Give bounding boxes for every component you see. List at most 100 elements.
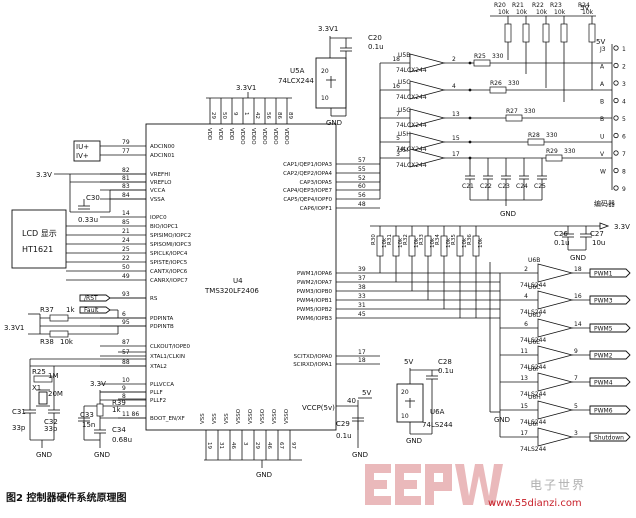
u4-pwm-pin-name: PWM5/IOPB2 [297, 307, 332, 313]
u6-buf-name: U6B [528, 257, 540, 264]
iv-label: IV+ [76, 152, 89, 160]
u4-pwm-pin-num: 39 [358, 266, 366, 273]
pwm-net-label: PWM3 [594, 298, 613, 305]
connector-pin [613, 185, 619, 191]
u4-pin-num: 95 [122, 319, 130, 326]
series-val: 330 [508, 80, 520, 87]
c28-val: 0.1u [438, 367, 454, 375]
c31-ref: C31 [12, 408, 26, 416]
eepw-logo-graphic [365, 464, 503, 505]
pullup-val: 10k [516, 9, 528, 16]
u6-buf-part: 74LS244 [520, 282, 546, 289]
u4-cap-pin-num: 48 [358, 201, 366, 208]
pullup-resistor [588, 23, 596, 43]
c33-val: 15n [82, 421, 95, 429]
x1-ref: X1 [32, 384, 41, 392]
connector-pin-num: 1 [622, 46, 626, 53]
c29-gnd-label: GND [352, 451, 368, 459]
c33-ref: C33 [80, 411, 94, 419]
u6-buf-part: 74LS244 [520, 446, 546, 453]
u4-vss-pin-name: VSSO [236, 408, 242, 424]
u4-pwm-pin-num: 38 [358, 284, 366, 291]
figure-caption: 图2 控制器硬件系统原理图 [6, 493, 127, 504]
u4-vss-pin-name: VSSO [272, 408, 278, 424]
connector-pin-num: 7 [622, 151, 626, 158]
junction-dot [468, 61, 472, 65]
pwm-pullup-val: 10k [430, 237, 436, 248]
u4-vdd-pin-num: 42 [254, 112, 260, 119]
pullup-resistor [542, 23, 550, 43]
u4-cap-pin-name: CAP2/QEP2/IOPA4 [283, 171, 332, 177]
u4-pin-num: 87 [122, 339, 130, 346]
u4-pin-num: 9 [122, 385, 126, 392]
u4-vss-pin-name: VSSO [248, 408, 254, 424]
c20-ref: C20 [368, 34, 382, 42]
u6-buffer [537, 263, 574, 283]
u4-vdd-pin-name: VDD [217, 128, 223, 140]
r37-val: 1k [66, 306, 75, 314]
filter-cap-ref: C21 [462, 183, 474, 190]
u6-buffer [537, 427, 574, 447]
u4-pin-name: PLLF2 [150, 398, 166, 404]
u6-buf-out-pin: 5 [574, 403, 578, 410]
fault-net-flag [79, 306, 111, 314]
u5-buf-out-pin: 18 [392, 56, 400, 63]
filter-cap-ref: C23 [498, 183, 510, 190]
u5a-gnd-label: GND [326, 119, 342, 127]
u4-pwm-pin-num: 31 [358, 302, 366, 309]
vref-3v3-label: 3.3V [36, 171, 52, 179]
connector-pin-name: B [600, 99, 604, 106]
u4-pin-name: PDPINTA [150, 316, 174, 322]
u6-buf-name: U6C [528, 284, 540, 291]
pwm-net-label: Shutdown [594, 435, 624, 442]
u4-pwm-pin-num: 33 [358, 293, 366, 300]
u6-buf-in-pin: 17 [520, 430, 528, 437]
u5-buf-name: U5I [398, 147, 408, 154]
iu-label: IU+ [76, 143, 89, 151]
pwm-net-flag [589, 350, 631, 360]
r39-resistor [96, 403, 104, 417]
u6-buf-in-pin: 6 [524, 321, 528, 328]
pwm-pullup-val: 10k [446, 237, 452, 248]
pwm-pullup-val: 10k [382, 237, 388, 248]
u4-cap-pin-name: CAP6/IOPF1 [300, 206, 332, 212]
series-val: 330 [564, 148, 576, 155]
u4-cap-pin-name: CAP3/IOPA5 [300, 180, 333, 186]
u4-pin-name: CANTX/IOPC6 [150, 269, 188, 275]
series-ref: R28 [528, 132, 540, 139]
connector-pin-name: J3 [599, 46, 606, 53]
u4-pwm-pin-name: SCIRXD/IOPA1 [293, 362, 332, 368]
c30-ref: C30 [86, 194, 100, 202]
u4-pin-num: 14 [122, 210, 130, 217]
connector-pin [613, 167, 619, 174]
u4-cap-pin-num: 60 [358, 183, 366, 190]
series-resistor [527, 138, 545, 146]
u4-pwm-pin-name: PWM2/IOPA7 [297, 280, 333, 286]
u4-pwm-pin-num: 45 [358, 311, 366, 318]
u4-body [145, 123, 337, 431]
c29-val: 0.1u [336, 432, 352, 440]
u4-pin-num: 21 [122, 228, 130, 235]
u6-buf-out-pin: 7 [574, 375, 578, 382]
pwm-pullup-ref: R32 [403, 234, 409, 245]
current-input-box [73, 140, 101, 162]
c29-ref: C29 [336, 420, 350, 428]
connector-pin-num: 8 [622, 169, 626, 176]
connector-pin [613, 132, 619, 139]
u6-buf-part: 74LS244 [520, 309, 546, 316]
pwm-pullup-ref: R36 [467, 234, 473, 245]
u4-pin-name: PDPINTB [150, 324, 174, 330]
u4-cap-pin-num: 55 [358, 166, 366, 173]
u5-buf-part: 74LCX244 [396, 94, 427, 101]
pwm-cap-gnd: GND [570, 254, 586, 262]
pwm-net-flag [589, 377, 631, 387]
series-resistor [473, 59, 491, 67]
r38-supply: 3.3V1 [4, 324, 24, 332]
series-ref: R29 [546, 148, 558, 155]
u4-vdd-pin-num: 29 [210, 112, 216, 119]
u4-pin-name: SPISTE/IOPC5 [150, 260, 188, 266]
u4-pin-name: VCCA [150, 188, 165, 194]
u5-buf-out-pin: 3 [396, 151, 400, 158]
u6a-ref: U6A [430, 408, 445, 416]
